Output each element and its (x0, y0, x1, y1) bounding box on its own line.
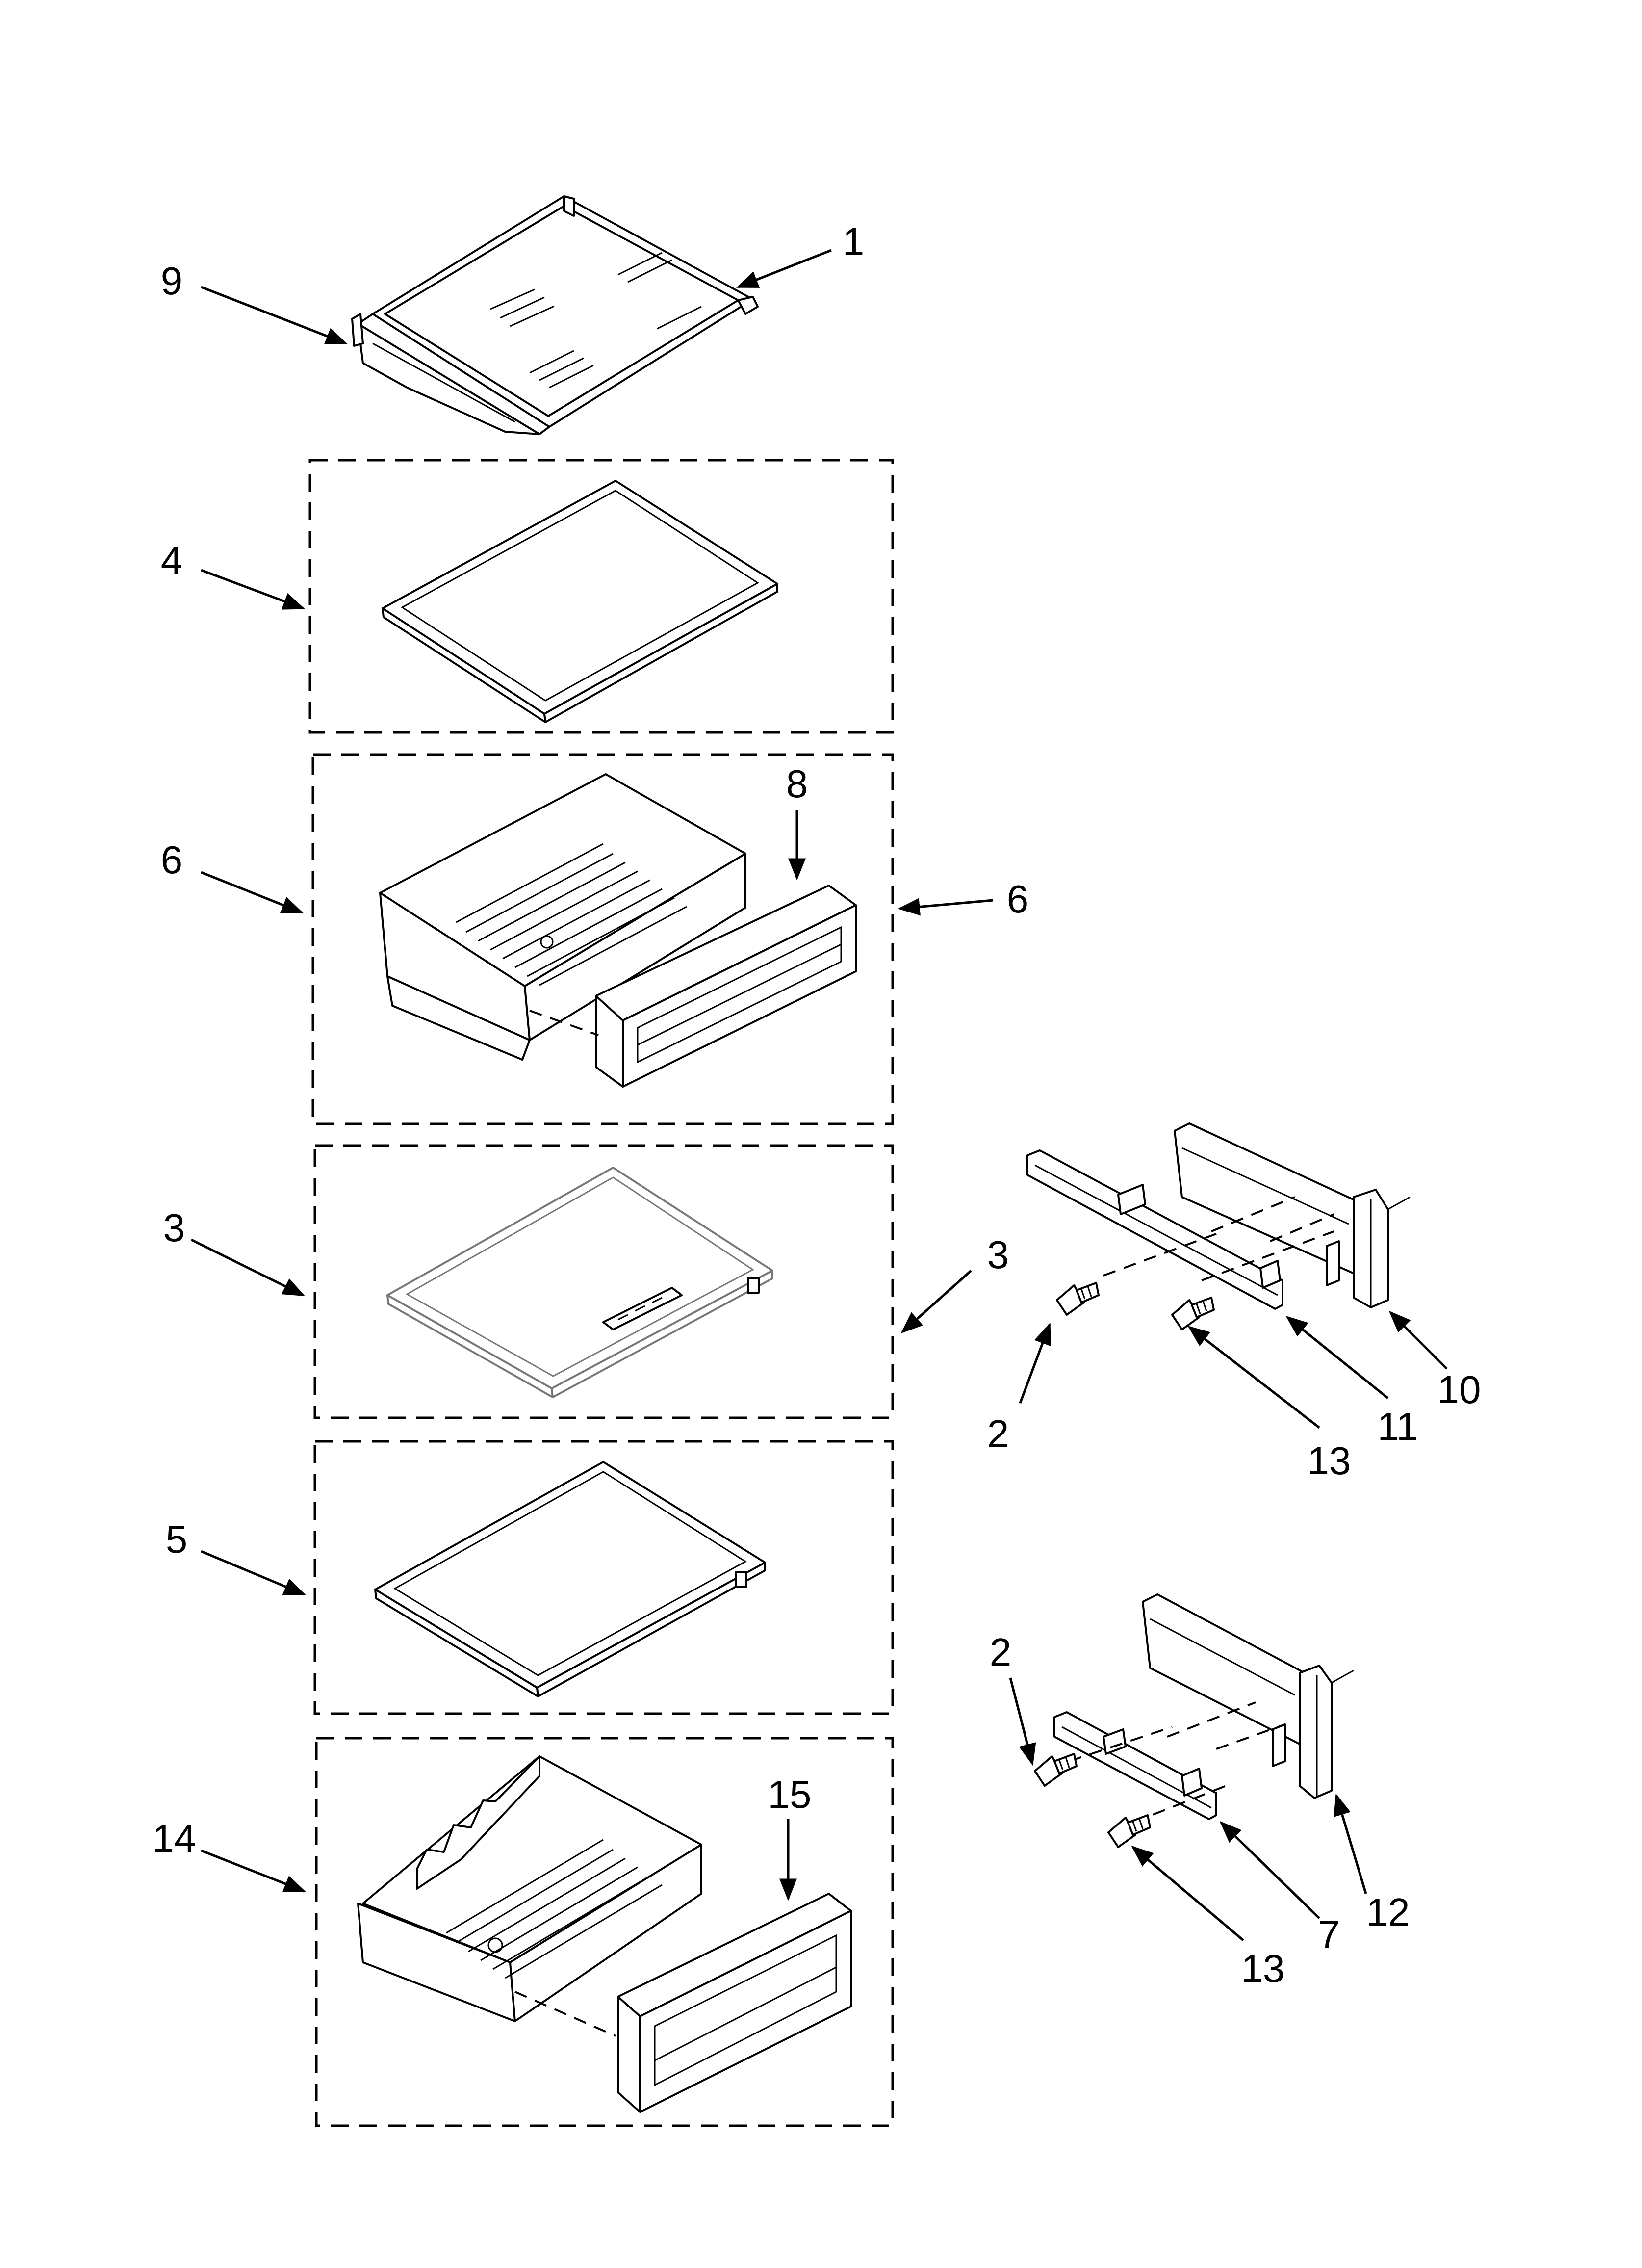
group-box-6 (311, 753, 894, 1125)
leader-lines (190, 249, 1448, 1941)
screw-part-2-upper (1056, 1282, 1100, 1316)
drawer-front-part-15 (617, 1893, 852, 2113)
callout-11: 11 (1377, 1405, 1418, 1448)
bracket-assembly-upper (1026, 1122, 1411, 1330)
callout-labels: 1 9 4 8 6 6 3 3 5 14 15 2 11 10 13 2 12 … (153, 220, 1481, 1990)
group-box-5 (313, 1440, 894, 1715)
shelf-assembly-part-1 (351, 195, 759, 435)
callout-5: 5 (166, 1517, 188, 1561)
glass-shelf-part-3 (386, 1167, 773, 1398)
callout-2-lower: 2 (990, 1630, 1012, 1674)
group-box-14 (315, 1737, 894, 2127)
callout-9: 9 (161, 259, 183, 303)
drawer-front-part-8 (595, 885, 857, 1088)
crisper-drawer-part-6 (379, 773, 857, 1088)
glass-shelf-part-5 (374, 1461, 766, 1697)
callout-2-upper: 2 (987, 1412, 1009, 1456)
pantry-drawer-part-14 (357, 1755, 852, 2113)
screw-part-13-upper (1171, 1297, 1215, 1330)
callout-6-right: 6 (1007, 877, 1029, 921)
callout-7: 7 (1318, 1912, 1340, 1956)
glass-shelf-part-4 (382, 480, 778, 723)
callout-1: 1 (843, 220, 865, 263)
bracket-assembly-lower (1034, 1593, 1354, 1848)
callout-6-left: 6 (161, 838, 183, 882)
callout-8: 8 (786, 762, 808, 806)
group-box-4 (308, 459, 894, 734)
screw-part-2-lower (1034, 1753, 1078, 1787)
callout-12: 12 (1366, 1890, 1410, 1934)
callout-13-lower: 13 (1241, 1947, 1285, 1990)
callout-3-right: 3 (987, 1233, 1009, 1277)
group-box-3 (313, 1144, 894, 1419)
callout-13-upper: 13 (1308, 1439, 1351, 1483)
callout-10: 10 (1437, 1368, 1481, 1411)
callout-14: 14 (153, 1817, 196, 1860)
screw-part-13-lower (1107, 1814, 1151, 1848)
callout-4: 4 (161, 539, 183, 582)
callout-15: 15 (768, 1773, 812, 1816)
callout-3-left: 3 (163, 1206, 185, 1250)
